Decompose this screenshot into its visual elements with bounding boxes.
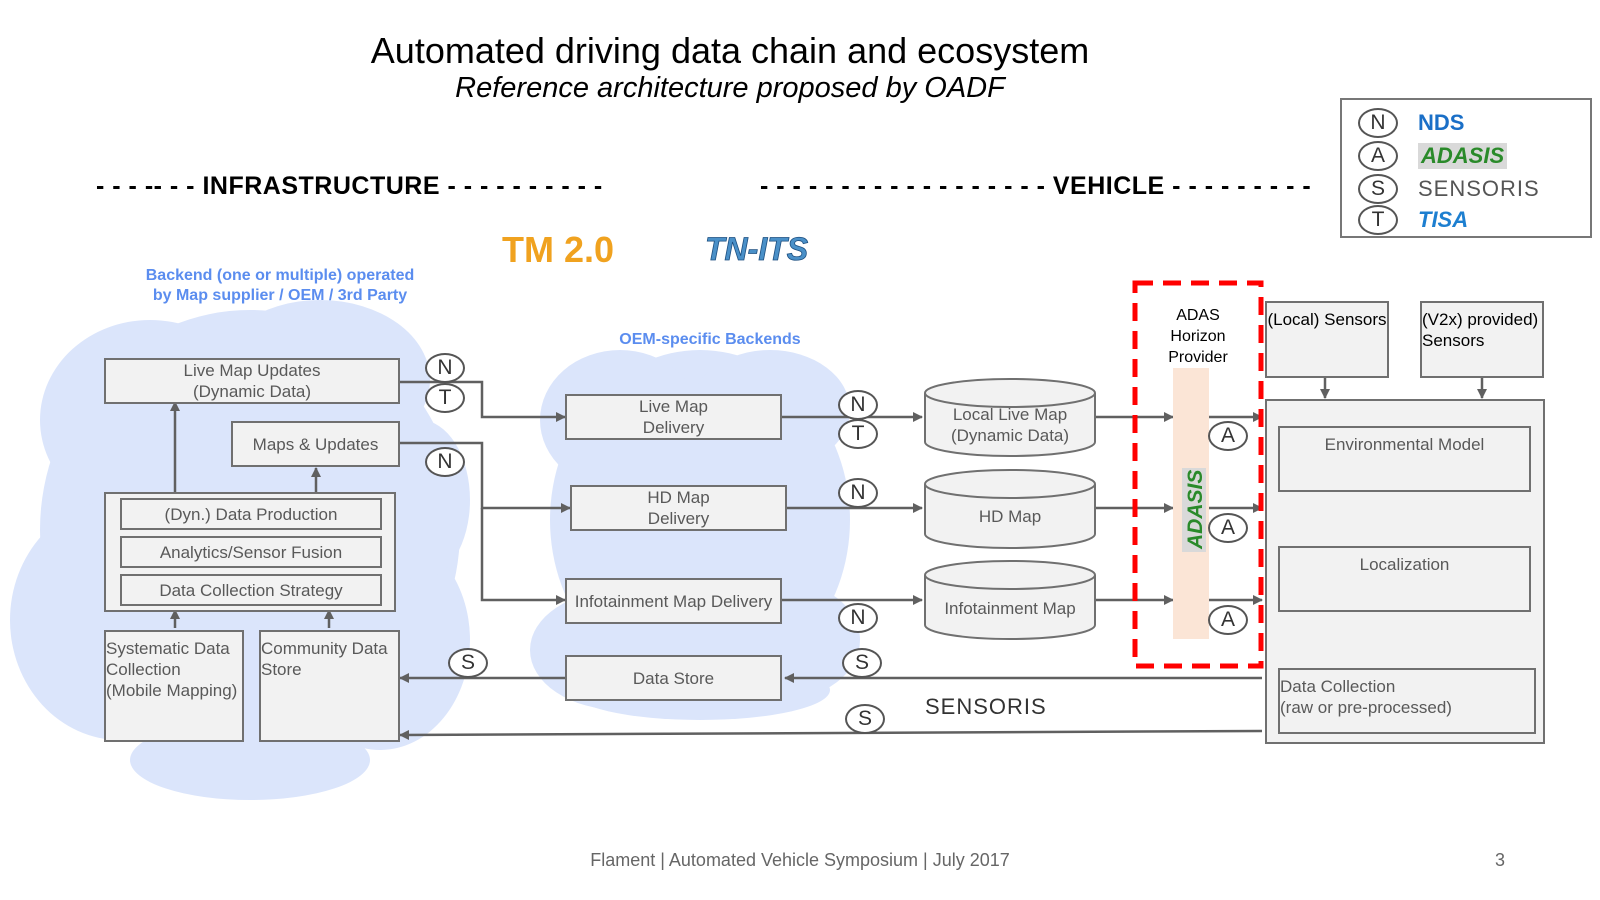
hd-map-delivery-label-1: HD Map (647, 488, 710, 507)
environmental-model-box: Environmental Model (1278, 426, 1531, 492)
legend-item-tisa: T TISA (1358, 203, 1468, 237)
nds-badge: N (1358, 108, 1398, 138)
community-label-1: Community Data (261, 639, 388, 658)
live-map-delivery-label-2: Delivery (642, 418, 705, 437)
svg-text:SENSORIS: SENSORIS (925, 694, 1047, 719)
badge-s-datastore: S (448, 648, 488, 678)
svg-text:TN-ITS: TN-ITS (705, 231, 809, 267)
cylinder-infotainment-map (924, 560, 1096, 640)
badge-n-hddelivery: N (838, 478, 878, 508)
hd-map-label: HD Map (978, 507, 1042, 526)
svg-text:TM 2.0: TM 2.0 (502, 229, 614, 270)
v2x-label-2: Sensors (1422, 331, 1485, 350)
data-collection-box: Data Collection (raw or pre-processed) (1278, 668, 1536, 734)
data-collection-label-2: (raw or pre-processed) (1280, 698, 1452, 717)
community-data-store-box: Community Data Store (259, 630, 400, 742)
backend-label: Backend (one or multiple) operated by Ma… (110, 266, 450, 306)
local-live-map-label-1: Local Live Map (952, 405, 1068, 424)
legend-label-nds: NDS (1418, 110, 1465, 135)
legend-label-tisa: TISA (1418, 207, 1469, 232)
systematic-label-1: Systematic Data (106, 639, 230, 658)
legend-item-adasis: A ADASIS (1358, 139, 1508, 173)
badge-s-community: S (845, 704, 885, 734)
systematic-label-3: (Mobile Mapping) (106, 681, 238, 700)
tnits-logo: TN-ITS (705, 231, 810, 268)
badge-t-livedelivery: T (838, 419, 878, 449)
adasis-vertical-logo: ADASIS (1182, 468, 1207, 552)
adas-label-3: Provider (1168, 349, 1228, 366)
live-map-delivery-box: Live Map Delivery (565, 394, 782, 440)
tisa-badge: T (1358, 205, 1398, 235)
dyn-data-production-box: (Dyn.) Data Production (120, 498, 382, 530)
badge-n-infodelivery: N (838, 603, 878, 633)
cylinder-hd-map (924, 469, 1096, 549)
legend-item-nds: N NDS (1358, 106, 1464, 140)
adas-label-1: ADAS (1176, 307, 1220, 324)
data-collection-label-1: Data Collection (1280, 677, 1396, 696)
localization-box: Localization (1278, 546, 1531, 612)
arrow-vehicle-to-community (399, 729, 1263, 740)
hd-map-delivery-box: HD Map Delivery (570, 485, 787, 531)
footer-text: Flament | Automated Vehicle Symposium | … (590, 850, 1010, 870)
community-label-2: Store (261, 660, 302, 679)
cylinder-local-live-map (924, 378, 1096, 457)
badge-n-maps: N (425, 447, 465, 477)
badge-a-3: A (1208, 605, 1248, 635)
local-live-map-label: Local Live Map (Dynamic Data) (925, 404, 1095, 446)
systematic-label-2: Collection (106, 660, 181, 679)
adas-dashed-frame (1132, 280, 1264, 669)
v2x-sensors-box: (V2x) provided) Sensors (1420, 301, 1544, 378)
backend-label-line2: by Map supplier / OEM / 3rd Party (152, 287, 408, 304)
page-subtitle: Reference architecture proposed by OADF (455, 72, 1005, 104)
backend-label-line1: Backend (one or multiple) operated (145, 267, 415, 284)
section-vehicle: - - - - - - - - - - - - - - - - - - VEHI… (760, 172, 1312, 200)
local-live-map-label-2: (Dynamic Data) (950, 426, 1070, 445)
data-collection-strategy-box: Data Collection Strategy (120, 574, 382, 606)
local-sensors-box: (Local) Sensors (1265, 301, 1389, 378)
oem-label: OEM-specific Backends (619, 331, 801, 348)
data-store-box: Data Store (565, 655, 782, 701)
live-map-updates-box: Live Map Updates (Dynamic Data) (104, 358, 400, 404)
legend-label-sensoris: SENSORIS (1418, 176, 1540, 201)
adas-horizon-provider-label: ADAS Horizon Provider (1140, 305, 1256, 368)
svg-text:ADASIS: ADASIS (1184, 470, 1207, 550)
hd-map-delivery-label-2: Delivery (647, 509, 710, 528)
maps-updates-box: Maps & Updates (231, 421, 400, 467)
analytics-box: Analytics/Sensor Fusion (120, 536, 382, 568)
legend-label-adasis: ADASIS (1418, 143, 1508, 169)
badge-t-liveupdates: T (425, 383, 465, 413)
infotainment-map-delivery-box: Infotainment Map Delivery (565, 578, 782, 624)
adasis-badge: A (1358, 141, 1398, 171)
sensoris-logo: SENSORIS (925, 694, 1047, 719)
sensoris-badge: S (1358, 174, 1398, 204)
arrow-maps-to-infotainment (480, 508, 566, 605)
live-map-delivery-label-1: Live Map (639, 397, 708, 416)
page-number: 3 (1495, 850, 1506, 870)
systematic-data-collection-box: Systematic Data Collection (Mobile Mappi… (104, 630, 244, 742)
v2x-label-1: (V2x) provided) (1422, 310, 1539, 329)
badge-a-2: A (1208, 513, 1248, 543)
badge-n-liveupdates: N (425, 353, 465, 383)
arrow-maps-to-hddelivery (400, 441, 571, 513)
legend: N NDS A ADASIS S SENSORIS T TISA (1340, 98, 1592, 238)
infotainment-map-label: Infotainment Map (944, 599, 1076, 618)
adas-label-2: Horizon (1170, 328, 1226, 345)
badge-s-vehicle: S (842, 648, 882, 678)
tm2-logo: TM 2.0 (502, 229, 614, 270)
page-title: Automated driving data chain and ecosyst… (370, 30, 1090, 71)
live-map-updates-label: Live Map Updates (183, 361, 321, 380)
badge-n-livedelivery: N (838, 390, 878, 420)
legend-item-sensoris: S SENSORIS (1358, 172, 1540, 206)
section-infrastructure: - - - -- - - INFRASTRUCTURE - - - - - - … (96, 172, 603, 200)
badge-a-1: A (1208, 421, 1248, 451)
live-map-updates-sublabel: (Dynamic Data) (192, 382, 312, 401)
